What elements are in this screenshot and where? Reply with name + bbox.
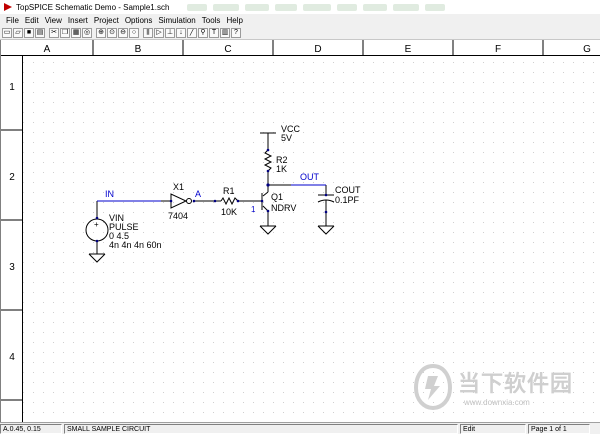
cout-label[interactable]: COUT [335,185,361,195]
menu-simulation[interactable]: Simulation [158,15,196,25]
column-label-c: C [224,44,231,55]
row-label-2: 2 [9,172,15,183]
schematic-sheet[interactable]: A B C D E F G 1 2 3 4 [1,40,600,422]
r1-value[interactable]: 10K [221,207,237,217]
ground-icon[interactable]: ⊥ [165,27,175,38]
zoom-in-icon[interactable]: ⊕ [96,27,106,38]
x1-model[interactable]: 7404 [168,211,188,221]
vin-type[interactable]: PULSE [109,222,139,232]
gate-icon[interactable]: ▷ [154,27,164,38]
zoom-fit-icon[interactable]: ○ [129,27,139,38]
vcc-value[interactable]: 5V [281,133,292,143]
cout-value[interactable]: 0.1PF [335,195,360,205]
q1-pin-label: 1 [251,205,256,214]
watermark-logo-icon [413,363,453,411]
column-label-e: E [405,44,412,55]
text-icon[interactable]: T [209,27,219,38]
print-icon[interactable]: ▤ [35,27,45,38]
column-label-b: B [135,44,142,55]
status-mode: Edit [460,423,526,434]
status-page: Page 1 of 1 [528,423,590,434]
menu-file[interactable]: File [6,15,19,25]
new-icon[interactable]: ▭ [2,27,12,38]
zoom-area-icon[interactable]: ⊙ [107,27,117,38]
vin-params-1[interactable]: 0 4.5 [109,231,129,241]
menu-project[interactable]: Project [93,15,119,25]
row-header [1,56,23,422]
arrow-icon[interactable]: ↓ [176,27,186,38]
row-dividers [1,129,23,401]
net-label-out[interactable]: OUT [300,172,320,182]
component-icon[interactable]: ▥ [220,27,230,38]
menu-tools[interactable]: Tools [201,15,221,25]
column-header [1,40,600,56]
watermark-text: 当下软件园 [458,372,574,397]
status-bar: A.0.45, 0.15 SMALL SAMPLE CIRCUIT Edit P… [0,422,600,434]
status-coordinates: A.0.45, 0.15 [0,423,62,434]
column-label-f: F [495,44,501,55]
vin-plus-sign: + [94,220,99,229]
open-icon[interactable]: ▱ [13,27,23,38]
bus-icon[interactable]: ⫼ [143,27,153,38]
title-bar: TopSPICE Schematic Demo - Sample1.sch [0,0,600,14]
r2-value[interactable]: 1K [276,164,287,174]
window-title: TopSPICE Schematic Demo - Sample1.sch [16,2,170,12]
q1-model[interactable]: NDRV [271,203,296,213]
column-label-g: G [583,44,591,55]
save-icon[interactable]: ■ [24,27,34,38]
r2-label[interactable]: R2 [276,155,288,165]
find-icon[interactable]: ◎ [82,27,92,38]
q1-label[interactable]: Q1 [271,192,283,202]
net-wires [97,184,326,202]
net-label-in[interactable]: IN [105,189,114,199]
pin-dots [95,148,328,243]
toolbar: ▭ ▱ ■ ▤ ✂ ❐ ▦ ◎ ⊕ ⊙ ⊖ ○ ⫼ ▷ ⊥ ↓ ╱ ⚲ T ▥ … [0,26,600,40]
zoom-out-icon[interactable]: ⊖ [118,27,128,38]
app-icon [4,3,12,11]
menu-view[interactable]: View [44,15,62,25]
row-label-1: 1 [9,82,15,93]
probe-icon[interactable]: ⚲ [198,27,208,38]
vin-label[interactable]: VIN [109,213,124,223]
row-label-3: 3 [9,262,15,273]
menu-edit[interactable]: Edit [24,15,39,25]
menu-options[interactable]: Options [124,15,153,25]
schematic-canvas[interactable]: A B C D E F G 1 2 3 4 [0,40,600,422]
paste-icon[interactable]: ▦ [71,27,81,38]
x1-label[interactable]: X1 [173,182,184,192]
help-icon[interactable]: ? [231,27,241,38]
row-label-4: 4 [9,352,15,363]
grid [23,56,600,422]
copy-icon[interactable]: ❐ [60,27,70,38]
menu-bar: File Edit View Insert Project Options Si… [0,14,600,26]
vin-params-2[interactable]: 4n 4n 4n 60n [109,240,162,250]
column-dividers [92,40,544,56]
status-description: SMALL SAMPLE CIRCUIT [64,423,458,434]
column-label-d: D [314,44,321,55]
cut-icon[interactable]: ✂ [49,27,59,38]
watermark-url: www.downxia.com [464,398,530,407]
r1-label[interactable]: R1 [223,186,235,196]
net-label-a[interactable]: A [195,189,201,199]
background-taskbar [187,3,446,11]
site-watermark: 当下软件园 www.downxia.com [412,363,582,414]
menu-help[interactable]: Help [226,15,243,25]
wire-icon[interactable]: ╱ [187,27,197,38]
column-label-a: A [44,44,51,55]
vcc-label[interactable]: VCC [281,124,301,134]
menu-insert[interactable]: Insert [67,15,88,25]
